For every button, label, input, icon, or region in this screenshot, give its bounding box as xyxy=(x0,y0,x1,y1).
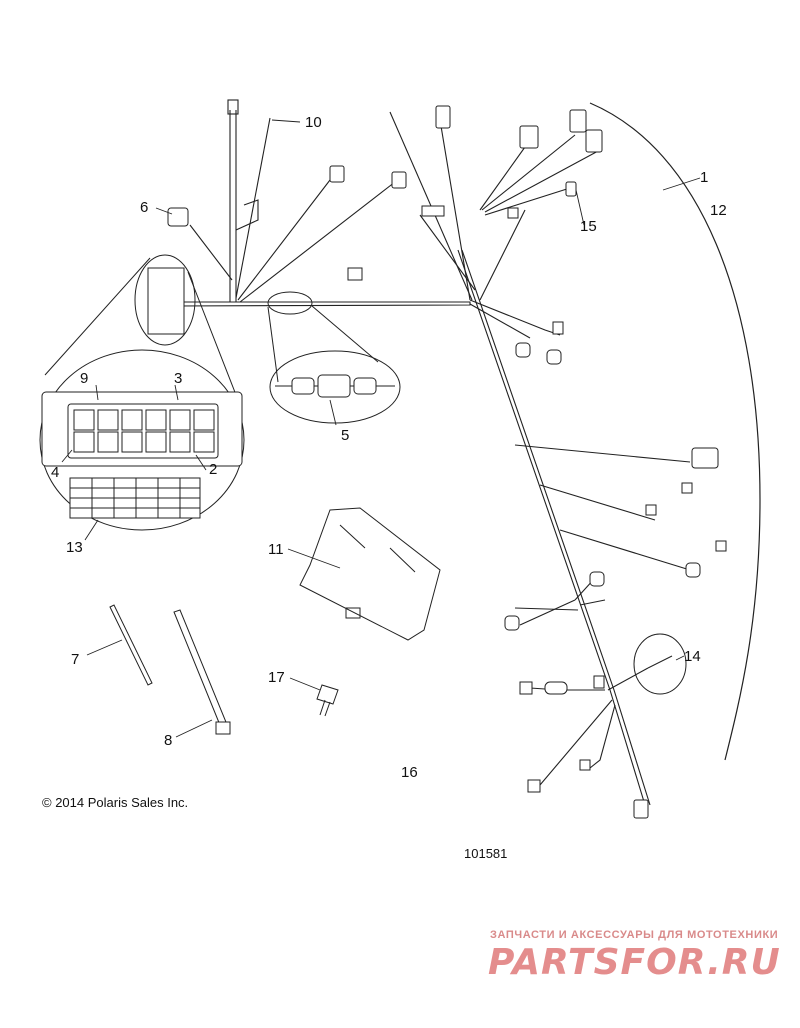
callout-5: 5 xyxy=(341,427,350,444)
callout-11: 11 xyxy=(268,541,284,558)
screw-part xyxy=(316,684,339,717)
leader-lines xyxy=(61,119,701,738)
callout-14: 14 xyxy=(684,648,701,665)
copyright-text: © 2014 Polaris Sales Inc. xyxy=(42,795,189,810)
detail-clip xyxy=(633,633,687,695)
watermark-tagline: ЗАПЧАСТИ И АКСЕССУАРЫ ДЛЯ МОТОТЕХНИКИ xyxy=(490,929,779,941)
cable-ties xyxy=(109,604,231,735)
callout-17: 17 xyxy=(268,669,285,686)
detail-fuse-box xyxy=(39,254,245,531)
detail-inline-fuse xyxy=(267,291,401,424)
callout-1: 1 xyxy=(700,169,709,186)
callout-4: 4 xyxy=(51,464,60,481)
fuse-slots xyxy=(73,409,215,453)
callout-7: 7 xyxy=(71,651,80,668)
callout-8: 8 xyxy=(164,732,173,749)
callout-12: 12 xyxy=(710,202,727,219)
callout-2: 2 xyxy=(209,461,218,478)
callout-3: 3 xyxy=(174,370,183,387)
callout-16: 16 xyxy=(401,764,418,781)
callout-9: 9 xyxy=(80,370,89,387)
callout-6: 6 xyxy=(140,199,149,216)
main-harness xyxy=(174,99,691,806)
callout-15: 15 xyxy=(580,218,597,235)
callout-13: 13 xyxy=(66,539,83,556)
bracket-part xyxy=(299,507,441,641)
callout-10: 10 xyxy=(305,114,322,131)
document-number: 101581 xyxy=(464,846,508,861)
boundary-arc xyxy=(589,102,761,761)
connectors xyxy=(167,105,727,819)
watermark-logo: PARTSFOR.RU xyxy=(488,942,781,983)
